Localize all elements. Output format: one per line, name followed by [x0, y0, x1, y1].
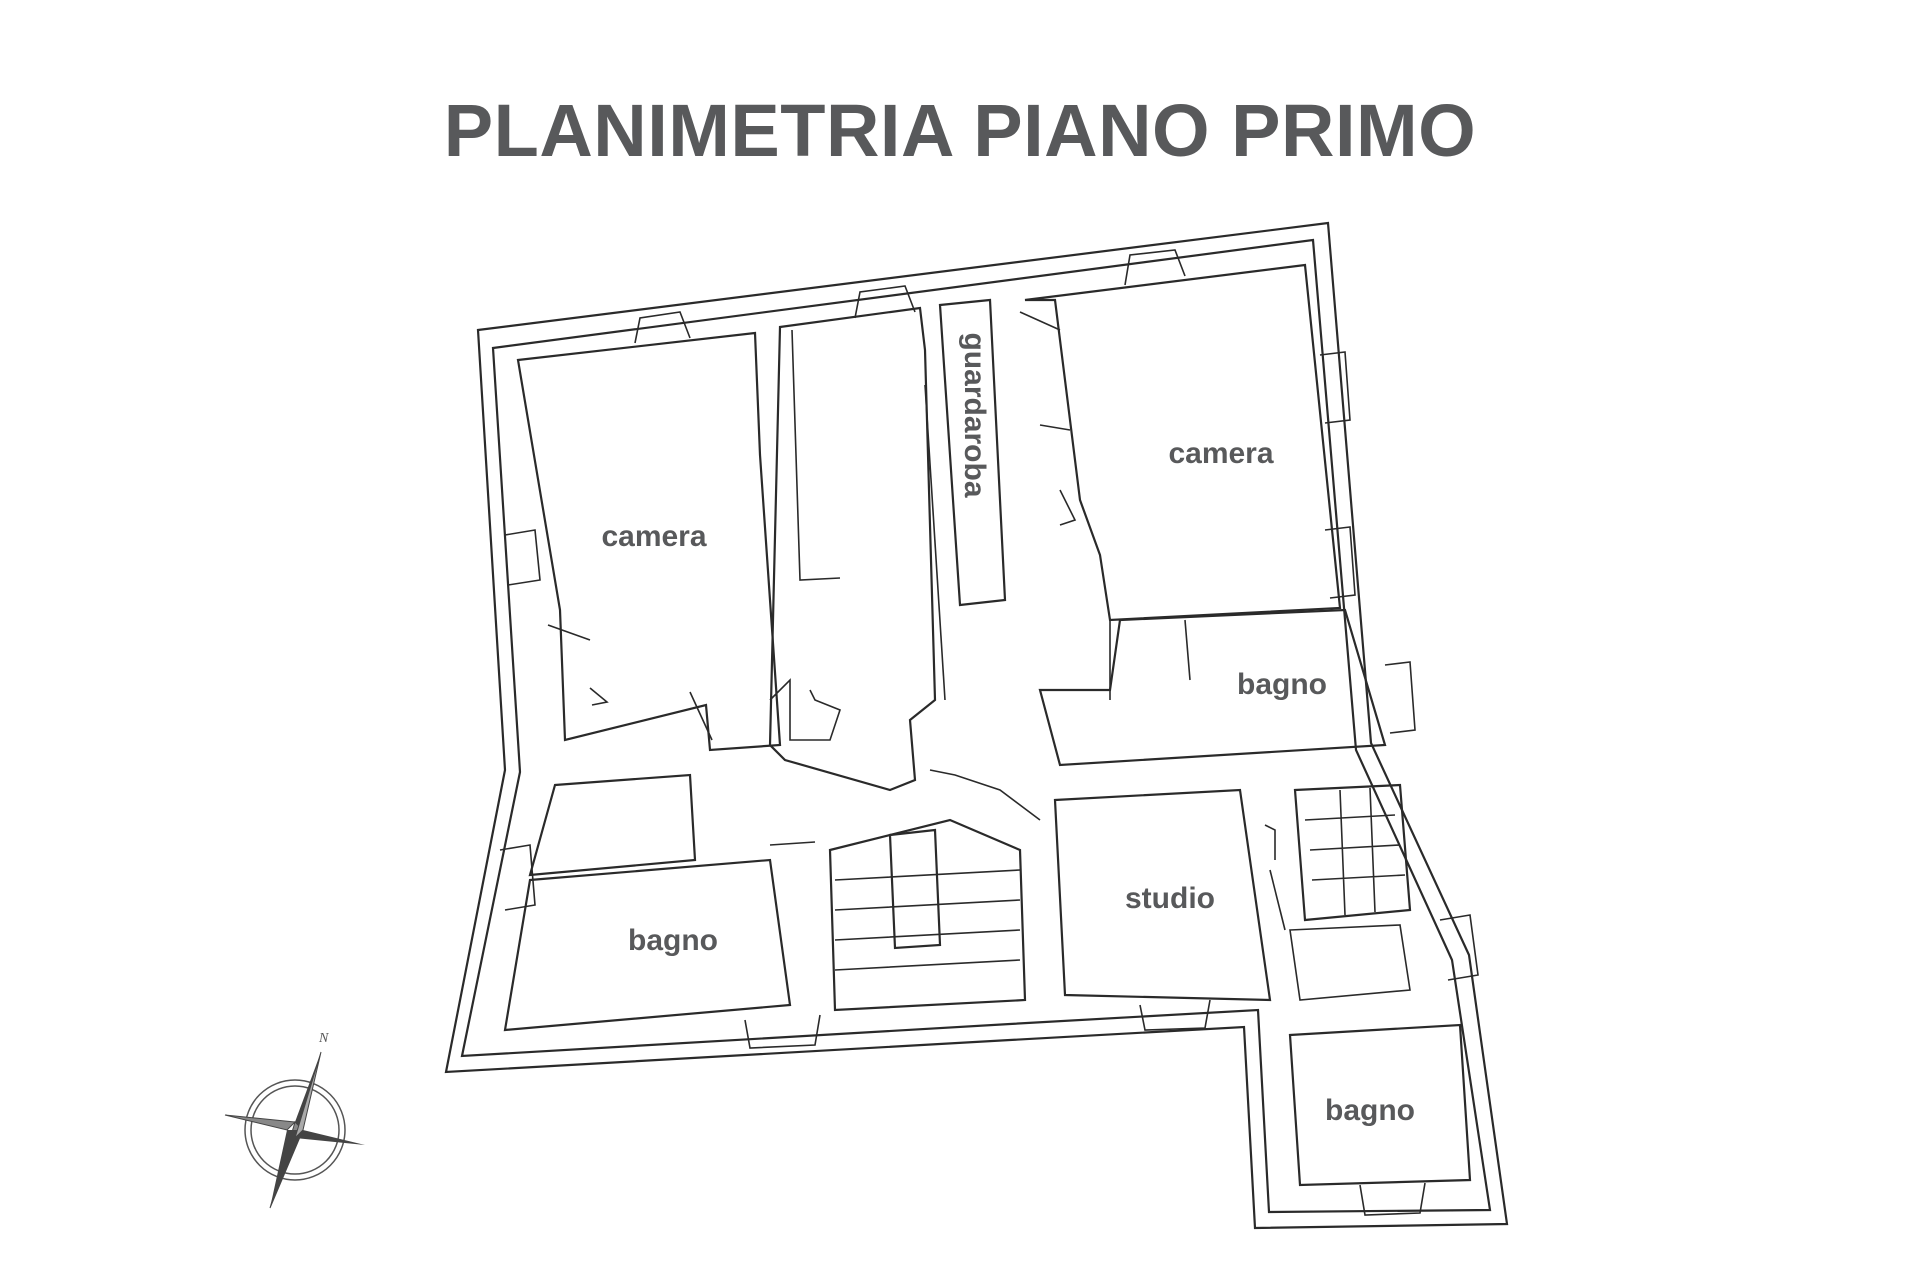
label-studio: studio — [1125, 882, 1215, 915]
compass-north-label: N — [318, 1031, 329, 1046]
label-bagno-left: bagno — [628, 924, 718, 957]
room-bagno-right — [1038, 608, 1387, 767]
label-camera-right: camera — [1168, 437, 1273, 470]
outer-walls — [444, 221, 1509, 1230]
label-guardaroba: guardaroba — [958, 332, 991, 497]
page-title: PLANIMETRIA PIANO PRIMO — [443, 89, 1477, 172]
label-camera-left: camera — [601, 520, 706, 553]
room-bagno-left — [503, 773, 816, 1032]
corridor — [768, 306, 937, 792]
stair-right — [1289, 783, 1412, 1001]
stair-center — [828, 769, 1041, 1012]
room-guardaroba — [924, 298, 1007, 701]
compass-rose-icon: N — [224, 1031, 365, 1209]
room-bagno-annex — [1288, 1023, 1472, 1187]
room-camera-right — [1019, 263, 1342, 622]
room-studio — [1053, 788, 1286, 1002]
label-bagno-right: bagno — [1237, 668, 1327, 701]
label-bagno-annex: bagno — [1325, 1094, 1415, 1127]
window-symbols — [499, 249, 1479, 1216]
room-camera-left — [516, 331, 782, 752]
